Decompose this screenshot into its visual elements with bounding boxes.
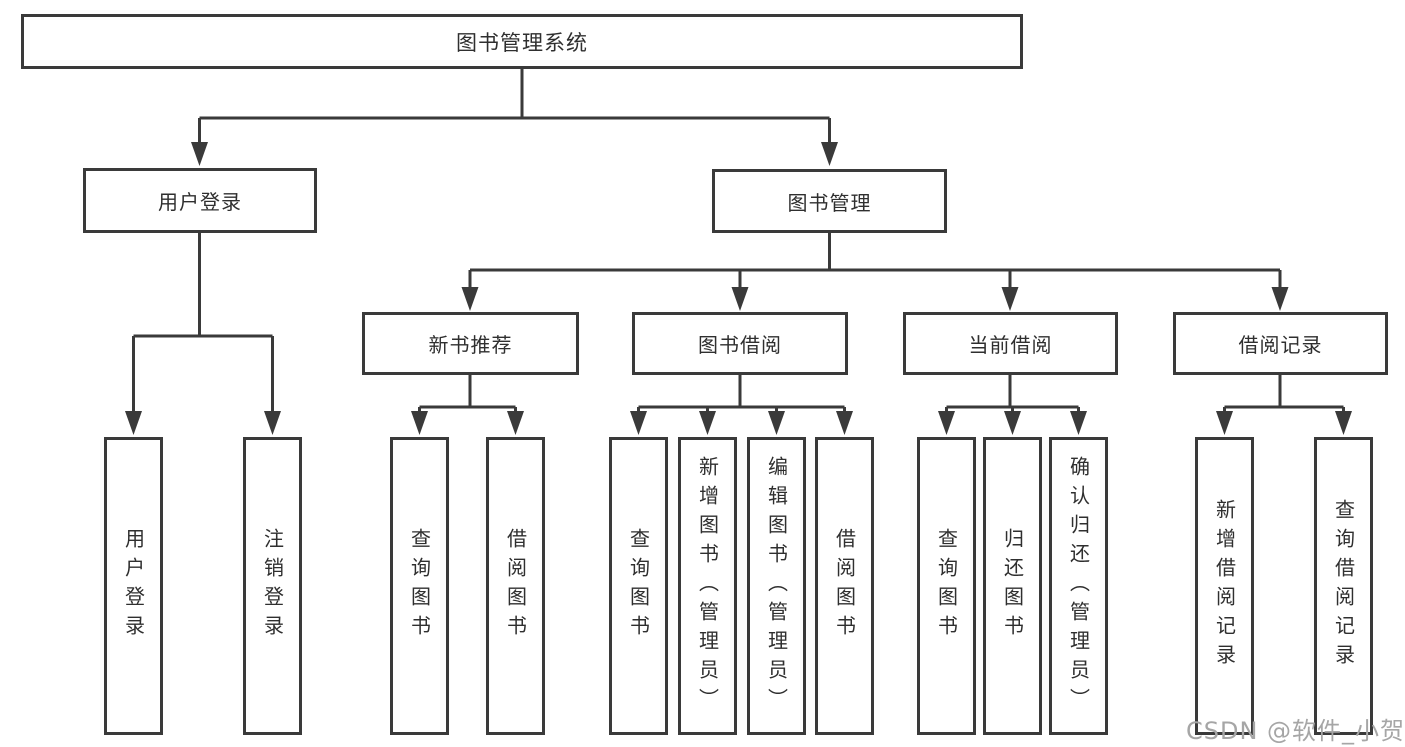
leaf-return-books: 归还图书: [983, 437, 1042, 735]
node-user-login: 用户登录: [83, 168, 317, 233]
leaf-add-borrow-record: 新增借阅记录: [1195, 437, 1254, 735]
node-label: 新书推荐: [428, 333, 513, 357]
leaf-user-login: 用户登录: [104, 437, 163, 735]
leaf-label: 查询图书: [626, 528, 651, 644]
leaf-label: 编辑图书（管理员）: [764, 455, 789, 717]
node-book-management: 图书管理: [712, 169, 947, 233]
leaf-label: 查询图书: [934, 528, 959, 644]
csdn-watermark: CSDN @软件_小贺同学: [1186, 717, 1405, 745]
leaf-confirm-return-admin: 确认归还（管理员）: [1049, 437, 1108, 735]
node-label: 图书管理: [787, 190, 872, 215]
node-library-management-system: 图书管理系统: [21, 14, 1023, 69]
leaf-query-books-recommend: 查询图书: [390, 437, 449, 735]
leaf-label: 借阅图书: [832, 528, 857, 644]
node-label: 借阅记录: [1238, 333, 1323, 357]
leaf-label: 查询图书: [407, 528, 432, 644]
node-book-borrowing: 图书借阅: [632, 312, 848, 375]
leaf-borrow-books: 借阅图书: [815, 437, 874, 735]
leaf-label: 借阅图书: [503, 528, 528, 644]
leaf-label: 新增借阅记录: [1212, 499, 1237, 673]
leaf-label: 新增图书（管理员）: [695, 455, 720, 717]
node-label: 图书借阅: [698, 333, 782, 357]
leaf-query-borrow-record: 查询借阅记录: [1314, 437, 1373, 735]
node-label: 用户登录: [158, 190, 242, 214]
leaf-label: 查询借阅记录: [1331, 499, 1356, 673]
node-borrowing-records: 借阅记录: [1173, 312, 1388, 375]
leaf-borrow-books-recommend: 借阅图书: [486, 437, 545, 735]
leaf-edit-books-admin: 编辑图书（管理员）: [747, 437, 806, 735]
leaf-label: 用户登录: [121, 528, 146, 644]
leaf-query-books-current: 查询图书: [917, 437, 976, 735]
node-new-book-recommendation: 新书推荐: [362, 312, 579, 375]
node-current-borrowing: 当前借阅: [903, 312, 1118, 375]
leaf-add-books-admin: 新增图书（管理员）: [678, 437, 737, 735]
leaf-label: 确认归还（管理员）: [1066, 455, 1091, 717]
node-label: 当前借阅: [968, 333, 1053, 357]
arrowhead-icons: [125, 142, 1352, 435]
leaf-label: 注销登录: [260, 528, 285, 644]
node-label: 图书管理系统: [456, 30, 588, 55]
leaf-logout: 注销登录: [243, 437, 302, 735]
leaf-query-books-borrowing: 查询图书: [609, 437, 668, 735]
leaf-label: 归还图书: [1000, 528, 1025, 644]
